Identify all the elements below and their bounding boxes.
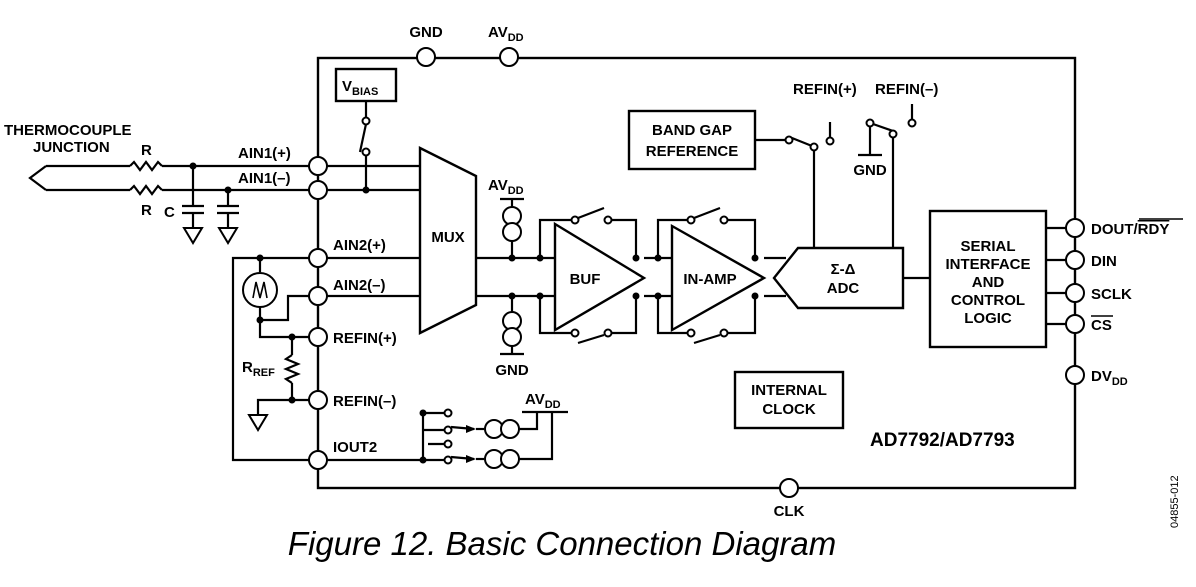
pin-gnd-top: GND xyxy=(409,24,443,67)
burnout-gnd-label: GND xyxy=(495,362,529,379)
thermocouple-label-2: JUNCTION xyxy=(33,139,110,156)
svg-text:AND: AND xyxy=(972,274,1005,291)
burnout-source-top xyxy=(500,197,524,258)
vbias-label: VBIAS xyxy=(342,78,378,98)
ref-gnd-label: GND xyxy=(853,162,887,179)
buf-block xyxy=(553,221,647,333)
svg-text:AIN2(–): AIN2(–) xyxy=(333,277,386,294)
svg-text:LOGIC: LOGIC xyxy=(964,310,1012,327)
current-avdd-label: AVDD xyxy=(525,391,561,411)
thermocouple-label-1: THERMOCOUPLE xyxy=(4,122,132,139)
svg-text:R: R xyxy=(141,142,152,159)
pin-dvdd: DVDD xyxy=(1065,365,1128,388)
capacitor-2 xyxy=(217,190,239,245)
svg-text:DIN: DIN xyxy=(1091,253,1117,270)
pin-gnd-top-label: GND xyxy=(409,24,443,41)
inamp-label: IN-AMP xyxy=(683,271,736,288)
svg-text:DVDD: DVDD xyxy=(1091,368,1128,388)
vbias-switch xyxy=(358,101,371,189)
adc-label-1: Σ-Δ xyxy=(831,261,856,278)
svg-text:AIN1(+): AIN1(+) xyxy=(238,145,291,162)
ref-switch-neg xyxy=(858,104,917,248)
bandgap-box xyxy=(627,109,757,171)
internal-clock-box xyxy=(733,370,845,430)
capacitor-label: C xyxy=(164,204,175,221)
pin-sclk: SCLK xyxy=(1065,283,1132,303)
pin-avdd-top-label: AVDD xyxy=(488,24,524,44)
pin-cs: CS xyxy=(1065,314,1113,334)
bandgap-label-2: REFERENCE xyxy=(646,143,739,160)
refin-pos-label: REFIN(+) xyxy=(793,81,857,98)
burnout-source-bottom xyxy=(500,296,524,356)
figure-code: 04855-012 xyxy=(1169,475,1181,528)
svg-text:CLOCK: CLOCK xyxy=(762,401,815,418)
buf-label: BUF xyxy=(570,271,601,288)
svg-text:REFIN(–): REFIN(–) xyxy=(333,393,396,410)
svg-text:SCLK: SCLK xyxy=(1091,286,1132,303)
inamp-bypass-bottom xyxy=(656,296,757,345)
svg-text:AIN1(–): AIN1(–) xyxy=(238,170,291,187)
pin-clk: CLK xyxy=(774,478,805,520)
buf-bypass-top xyxy=(538,206,638,258)
part-number: AD7792/AD7793 xyxy=(870,430,1015,451)
chip-outline xyxy=(316,56,1077,490)
svg-text:IOUT2: IOUT2 xyxy=(333,439,377,456)
pin-iout2: IOUT2 xyxy=(308,439,377,470)
pin-din: DIN xyxy=(1065,250,1117,270)
svg-text:CS: CS xyxy=(1091,317,1112,334)
resistor-r-top: R xyxy=(129,142,163,172)
pin-refin-pos: REFIN(+) xyxy=(308,327,397,347)
svg-text:DOUT/RDY: DOUT/RDY xyxy=(1091,221,1169,238)
rref-label: RREF xyxy=(242,359,275,379)
pin-ain1-pos: AIN1(+) xyxy=(238,145,328,176)
adc-block xyxy=(772,246,905,310)
rtd-network xyxy=(231,254,310,462)
svg-text:CONTROL: CONTROL xyxy=(951,292,1025,309)
inamp-block xyxy=(670,223,767,333)
pin-ain2-pos: AIN2(+) xyxy=(308,237,386,268)
svg-text:CLK: CLK xyxy=(774,503,805,520)
inamp-bypass-top xyxy=(656,206,757,258)
refin-neg-label: REFIN(–) xyxy=(875,81,938,98)
svg-text:INTERNAL: INTERNAL xyxy=(751,382,827,399)
svg-text:SERIAL: SERIAL xyxy=(960,238,1015,255)
serial-interface-box xyxy=(928,209,1048,349)
mux-label: MUX xyxy=(431,229,464,246)
mux-block xyxy=(418,146,478,335)
svg-text:INTERFACE: INTERFACE xyxy=(945,256,1030,273)
bandgap-label-1: BAND GAP xyxy=(652,122,732,139)
pin-ain1-neg: AIN1(–) xyxy=(238,170,328,200)
thermocouple-junction xyxy=(28,164,130,192)
pin-avdd-top: AVDD xyxy=(488,24,524,67)
svg-text:AIN2(+): AIN2(+) xyxy=(333,237,386,254)
pin-dout-rdy: DOUT/RDY xyxy=(1065,218,1183,238)
internal-avdd-label: AVDD xyxy=(488,177,524,197)
pin-refin-neg: REFIN(–) xyxy=(308,390,396,410)
ref-switch-pos xyxy=(755,122,835,248)
svg-text:R: R xyxy=(141,202,152,219)
buf-bypass-bottom xyxy=(538,296,638,345)
svg-text:REFIN(+): REFIN(+) xyxy=(333,330,397,347)
figure-caption: Figure 12. Basic Connection Diagram xyxy=(288,525,836,562)
capacitor-1 xyxy=(182,166,204,245)
resistor-r-bottom: R xyxy=(129,184,163,219)
excitation-current-network xyxy=(326,408,568,469)
pin-ain2-neg: AIN2(–) xyxy=(308,277,386,306)
adc-label-2: ADC xyxy=(827,280,860,297)
